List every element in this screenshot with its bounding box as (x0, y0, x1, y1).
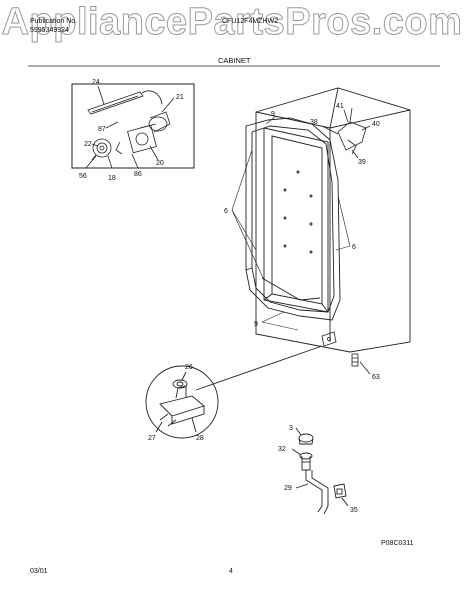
callout-28: 28 (196, 435, 204, 442)
section-title: CABINET (218, 56, 251, 65)
watermark: AppliancePartsPros.com (1, 1, 463, 44)
callout-32: 32 (278, 446, 286, 453)
bottom-hinge (321, 331, 337, 347)
callout-40: 40 (372, 121, 380, 128)
callout-27: 27 (148, 435, 156, 442)
inset-light-assembly (71, 83, 195, 169)
model-number: CFU12F4MZHW2 (222, 18, 279, 25)
callout-6-left: 6 (224, 208, 228, 215)
callout-56: 56 (79, 173, 87, 180)
publication-number: 5995349924 (30, 27, 69, 34)
callout-39: 39 (358, 159, 366, 166)
diagram-code: P08C0311 (381, 540, 414, 547)
callout-20: 20 (156, 160, 164, 167)
leveling-leg (351, 353, 371, 375)
callout-6-right: 6 (352, 244, 356, 251)
page-number: 4 (229, 568, 233, 575)
callout-21: 21 (176, 94, 184, 101)
zoom-leader (195, 345, 323, 391)
callout-24: 24 (92, 79, 100, 86)
leader-6-right (335, 195, 351, 251)
control-assembly (321, 107, 371, 159)
publication-label: Publication No. (30, 18, 78, 25)
callout-35: 35 (350, 507, 358, 514)
callout-26: 26 (185, 364, 193, 371)
leader-6-left (231, 149, 265, 281)
callout-63: 63 (372, 374, 380, 381)
leader-9-bottom (261, 311, 299, 331)
callout-86: 86 (134, 171, 142, 178)
callout-41: 41 (336, 103, 344, 110)
door-gasket (245, 117, 341, 321)
callout-29: 29 (284, 485, 292, 492)
callout-3: 3 (289, 425, 293, 432)
callout-9-top: 9 (271, 111, 275, 118)
callout-22: 22 (84, 141, 92, 148)
footer-date: 03/01 (30, 568, 48, 575)
hinge-detail (145, 365, 219, 439)
callout-9-bottom: 9 (254, 321, 258, 328)
callout-18: 18 (108, 175, 116, 182)
callout-38: 38 (310, 119, 318, 126)
callout-87: 87 (98, 126, 106, 133)
drain-assembly (291, 427, 349, 515)
